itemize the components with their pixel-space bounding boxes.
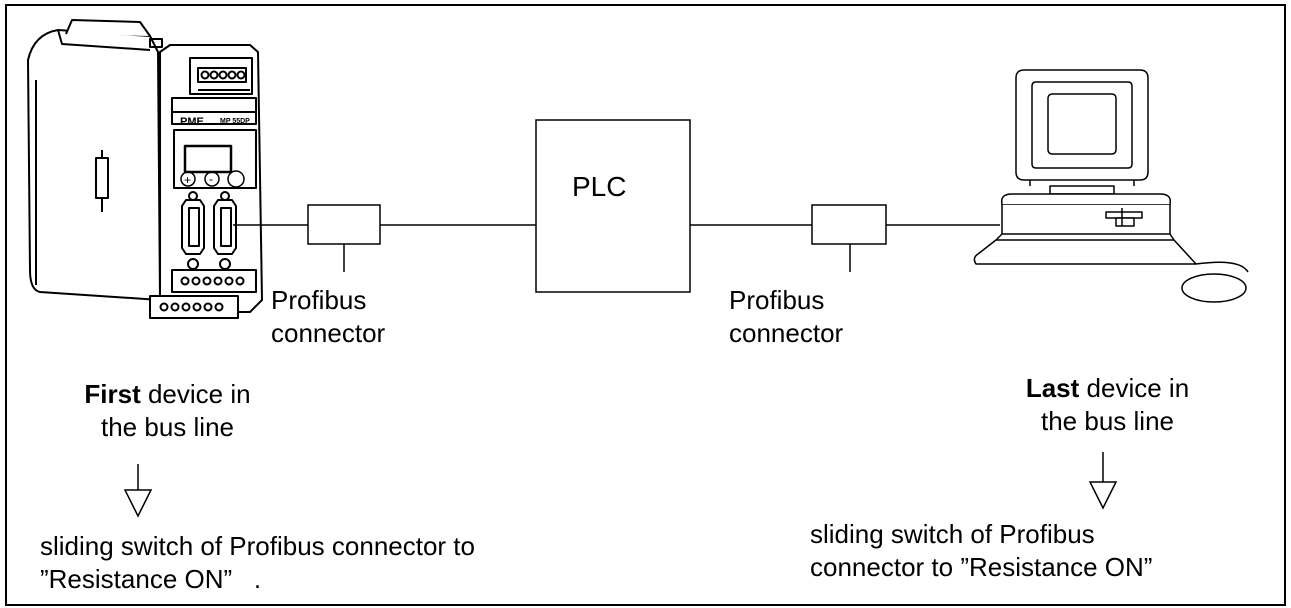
first-device-caption-line1: First device in — [40, 378, 295, 411]
last-instruction-line1: sliding switch of Profibus — [810, 519, 1095, 549]
down-arrow-icon-first — [123, 464, 153, 518]
last-device-caption-line2: the bus line — [1041, 406, 1174, 436]
profibus-connector-label-2: Profibus connector — [729, 284, 843, 350]
last-device-caption-line1: Last device in — [980, 372, 1235, 405]
first-instruction-line1: sliding switch of Profibus connector to — [40, 531, 475, 561]
profibus-connector-label-1: Profibus connector — [271, 284, 385, 350]
first-device-caption-line2: the bus line — [101, 412, 234, 442]
first-instruction-line2: ”Resistance ON” . — [40, 564, 262, 594]
device-model: MP 55DP — [220, 118, 250, 125]
profibus-connector-2 — [811, 204, 887, 245]
button-plus-glyph: + — [184, 173, 191, 187]
last-device-rest: device in — [1079, 373, 1190, 403]
diagram-border — [5, 4, 1286, 606]
down-arrow-icon-last — [1088, 452, 1118, 510]
last-device-instruction: sliding switch of Profibus connector to … — [810, 518, 1152, 584]
device-brand: PME — [180, 116, 204, 128]
plc-box — [535, 119, 691, 293]
bus-line — [233, 224, 1000, 272]
first-device-caption: First device in the bus line — [40, 378, 295, 444]
plc-label: PLC — [572, 171, 627, 202]
device-module-icon — [27, 19, 263, 319]
desktop-computer-icon — [973, 69, 1249, 303]
connector-1-line1: Profibus — [271, 285, 367, 315]
connector-1-line2: connector — [271, 318, 386, 348]
last-device-caption: Last device in the bus line — [980, 372, 1235, 438]
last-instruction-line2: connector to ”Resistance ON” — [810, 552, 1153, 582]
connector-2-line2: connector — [729, 318, 844, 348]
connector-2-line1: Profibus — [729, 285, 825, 315]
first-bold-word: First — [84, 379, 141, 409]
button-minus-glyph: - — [209, 172, 213, 186]
first-device-rest: device in — [140, 379, 251, 409]
profibus-connector-1 — [307, 204, 381, 245]
last-bold-word: Last — [1025, 373, 1080, 403]
first-device-instruction: sliding switch of Profibus connector to … — [40, 530, 475, 596]
